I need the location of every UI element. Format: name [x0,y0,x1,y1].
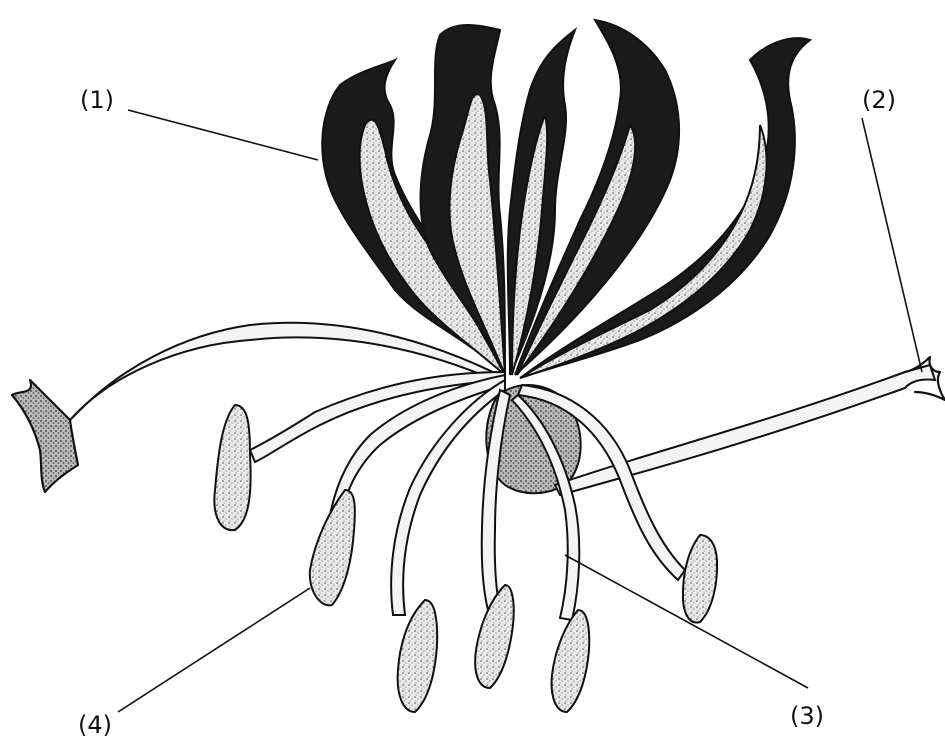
stigma-left [12,380,78,492]
anther-6 [683,535,717,623]
leader-line-1 [128,110,318,160]
petals [322,20,810,378]
label-3: (3) [790,702,824,730]
anther-1 [214,405,250,530]
style-right [555,365,935,495]
label-2: (2) [862,86,896,114]
leader-line-4 [118,588,310,712]
stamens [214,372,717,712]
anther-4 [475,585,514,688]
anther-5 [552,610,590,712]
label-1: (1) [80,86,114,114]
leader-line-2 [862,118,922,372]
anther-3 [398,600,438,712]
label-4: (4) [78,711,112,739]
